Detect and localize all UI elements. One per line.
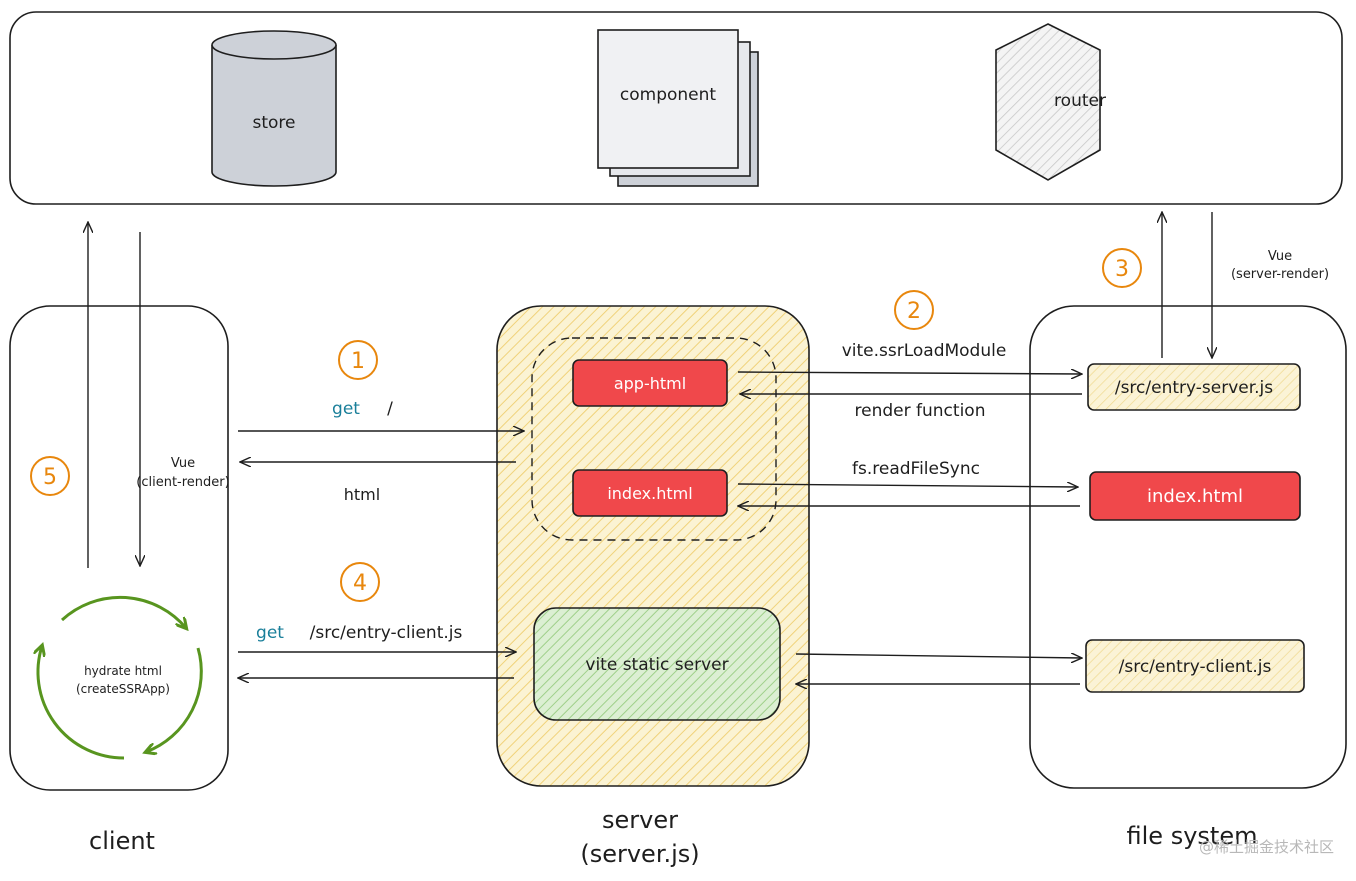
step-5-badge: 5 [30,456,70,496]
router-label: router [1054,91,1106,111]
server-subtitle: (server.js) [580,840,699,868]
fs-vue-label: Vue [1268,249,1292,264]
get-path-2: /src/entry-client.js [310,623,463,643]
hydrate-cycle: hydrate html (createSSRApp) [38,595,203,760]
get-path-1: / [387,399,393,419]
fs-entry-server-box: /src/entry-server.js [1087,363,1301,411]
store-label: store [253,113,296,133]
static-server-request-arrow [795,654,1082,658]
svg-text:3: 3 [1115,257,1129,282]
fs-index-html-box: index.html [1089,471,1301,521]
render-function-label: render function [855,401,986,421]
store-cylinder: store [211,30,337,187]
svg-text:index.html: index.html [1147,486,1243,507]
server-index-html-box: index.html [572,469,728,517]
get-method-2: get [256,623,284,643]
ssr-load-arrow [737,372,1082,374]
server-title: server [602,806,678,834]
svg-text:5: 5 [43,465,57,490]
client-render-label: (client-render) [136,475,229,490]
server-app-html-box: app-html [572,359,728,407]
client-vue-label: Vue [171,456,195,471]
ssr-load-module-label: vite.ssrLoadModule [842,341,1007,361]
svg-text:1: 1 [351,349,365,374]
file-system-title: file system [1127,822,1258,850]
html-label: html [344,485,380,504]
fs-entry-client-box: /src/entry-client.js [1085,639,1305,693]
router-hexagon: router [995,23,1106,181]
watermark: @稀土掘金技术社区 [1199,838,1334,856]
client-title: client [89,827,155,855]
step-1-badge: 1 [338,340,378,380]
hydrate-label: hydrate html [84,664,162,678]
read-file-arrow [737,484,1078,487]
component-label: component [620,85,717,105]
svg-text:/src/entry-server.js: /src/entry-server.js [1115,378,1273,398]
step-2-badge: 2 [894,290,934,330]
read-file-sync-label: fs.readFileSync [852,459,980,479]
component-stack: component [597,29,759,187]
svg-text:app-html: app-html [614,374,686,393]
fs-server-render-label: (server-render) [1231,267,1329,282]
svg-text:index.html: index.html [607,484,692,503]
client-panel [9,305,229,791]
svg-text:4: 4 [353,571,367,596]
vite-static-server-box: vite static server [533,607,781,721]
create-ssr-app-label: (createSSRApp) [76,682,170,696]
svg-text:vite static server: vite static server [585,655,728,675]
svg-text:/src/entry-client.js: /src/entry-client.js [1119,657,1272,677]
svg-text:2: 2 [907,299,921,324]
step-4-badge: 4 [340,562,380,602]
get-method-1: get [332,399,360,419]
step-3-badge: 3 [1102,248,1142,288]
